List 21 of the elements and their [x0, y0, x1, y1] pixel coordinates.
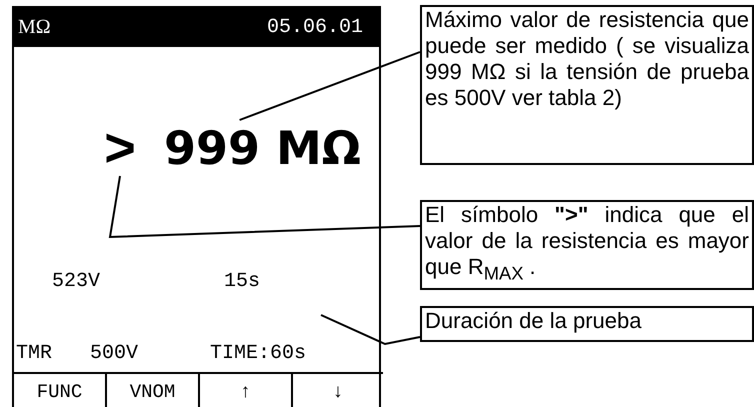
softkey: FUNC	[14, 372, 107, 407]
resistance-reading: 999 MΩ	[164, 120, 374, 176]
timer-setting: TIME:60s	[210, 342, 306, 365]
leader-line	[239, 51, 420, 121]
unit-label: MΩ	[18, 16, 51, 39]
date-label: 05.06.01	[266, 16, 363, 39]
voltage-reading: 523V	[52, 270, 100, 293]
elapsed-time: 15s	[224, 270, 260, 293]
leader-line	[320, 314, 420, 346]
nominal-voltage: 500V	[90, 342, 138, 365]
callout-box: El símbolo ">" indica que el valor de la resistencia es mayor que R$_{MAX}$ .	[420, 200, 754, 290]
callout-box: Duración de la prueba	[420, 306, 754, 342]
display-screen	[12, 6, 381, 407]
softkey: ↑	[200, 372, 293, 407]
softkey: ↓	[293, 372, 383, 407]
leader-line	[108, 176, 420, 238]
softkey: VNOM	[107, 372, 200, 407]
mode-label: TMR	[16, 342, 52, 365]
callout-box: Máximo valor de resistencia que puede ser medido ( se visualiza 999 MΩ si la tensión de prueba es 500V ver tabla 2)	[420, 5, 754, 165]
header-bar	[14, 8, 379, 47]
greater-than-sign: >	[98, 120, 142, 176]
